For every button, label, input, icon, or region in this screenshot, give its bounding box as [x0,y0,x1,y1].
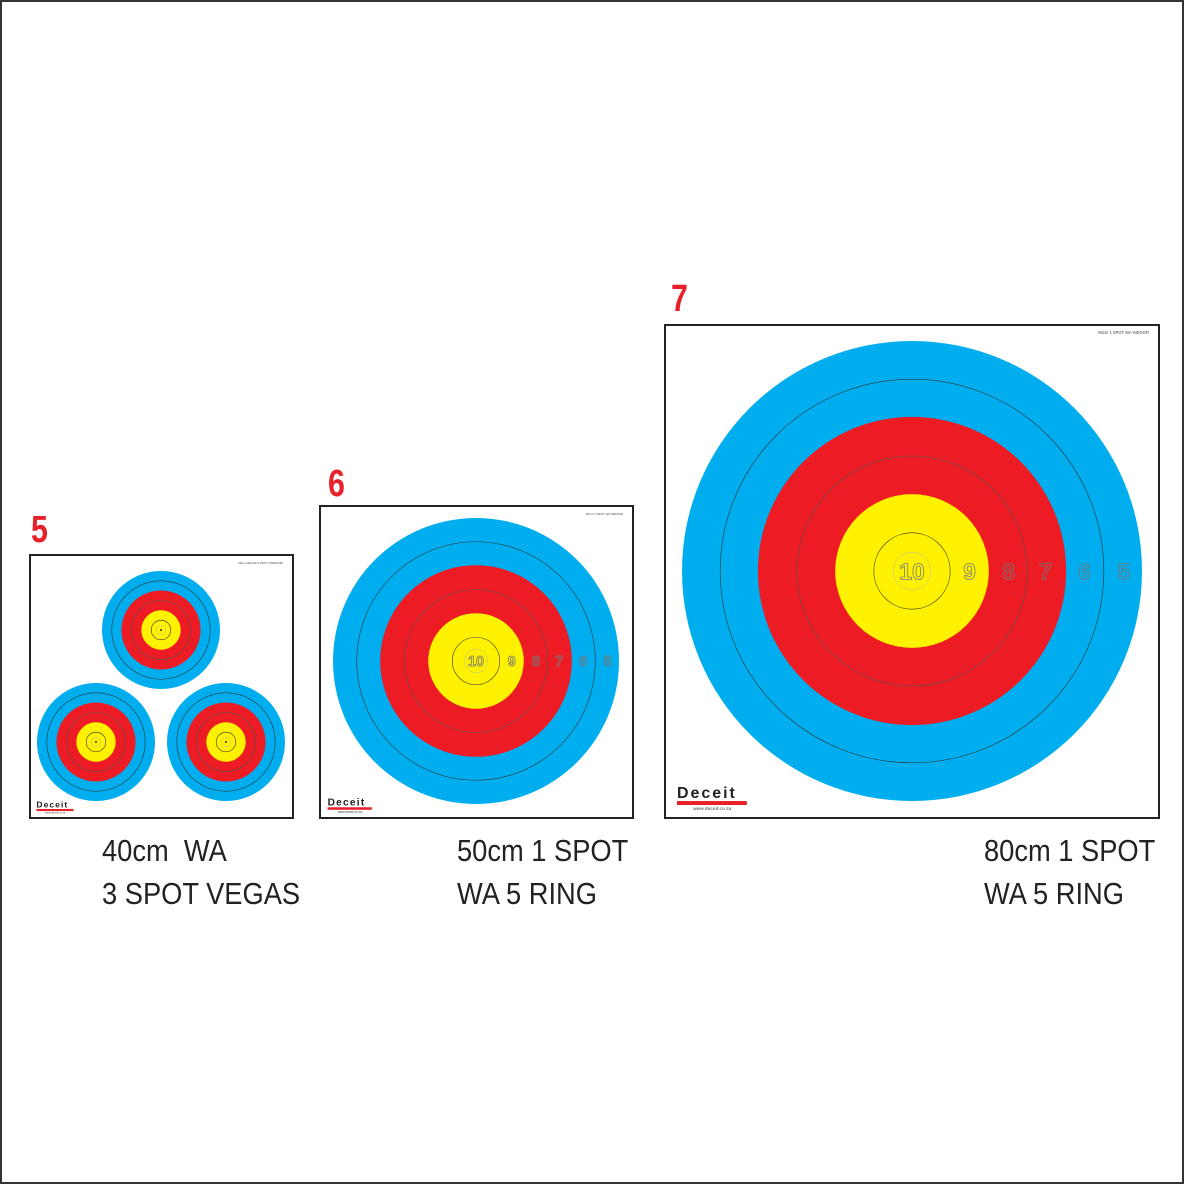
target-number-6: 6 [328,463,345,505]
ring-line-8 [196,712,256,772]
ring-number-7: 7 [555,654,563,670]
ring-x [155,624,167,636]
ring-number-9: 9 [508,654,516,670]
sheet-label: 50cm 1 SPOT WA INDOOR [586,512,624,516]
center-dot [95,741,97,743]
ring-number-8: 8 [1002,558,1015,584]
ring-line-8 [131,600,191,660]
ring-number-5: 5 [1117,558,1130,584]
logo-text: Deceit [36,799,68,809]
center-dot [160,629,162,631]
ring-number-6: 6 [1078,558,1091,584]
caption-line-2: WA 5 RING [984,876,1124,911]
ring-line-8 [796,455,1028,687]
ring-line-8 [404,589,548,733]
ring-x [90,736,102,748]
ring-line-6 [46,692,146,792]
website-text: www.deceit.co.za [338,810,363,814]
ring-number-10: 10 [468,654,484,670]
caption-line-1: 40cm WA [102,833,227,868]
ring-line-6 [111,580,211,680]
sheet-label: 80cm 1 SPOT WA INDOOR [1098,330,1149,335]
caption-line-2: WA 5 RING [457,876,597,911]
caption-line-1: 50cm 1 SPOT [457,833,629,868]
ring-line-6 [356,541,596,781]
caption-line-1: 80cm 1 SPOT [984,833,1156,868]
caption-line-2: 3 SPOT VEGAS [102,876,301,911]
ring-line-10 [873,532,951,610]
ring-line-10 [451,636,501,686]
target-number-7: 7 [671,278,688,320]
ring-x [464,649,488,673]
logo-text: Deceit [328,797,366,808]
ring-line-10 [150,619,172,641]
ring-number-8: 8 [532,654,540,670]
ring-number-9: 9 [963,558,976,584]
ring-line-8 [66,712,126,772]
center-dot [225,741,227,743]
logo-bar [36,808,74,812]
logo-bar [676,801,747,806]
caption-50cm: 50cm 1 SPOT WA 5 RING [457,829,628,915]
ring-number-5: 5 [604,654,612,670]
ring-line-6 [176,692,276,792]
ring-number-6: 6 [579,654,587,670]
ring-line-10 [85,731,107,753]
ring-number-10: 10 [899,558,925,584]
sheet-label: 40cm VEGAS 3 SPOT (INDOOR) [238,561,283,565]
ring-number-7: 7 [1039,558,1052,584]
ring-x [220,736,232,748]
caption-80cm: 80cm 1 SPOT WA 5 RING [984,829,1155,915]
logo-text: Deceit [677,785,737,802]
ring-yellow [428,613,524,709]
ring-yellow [835,494,989,648]
website-text: www.deceit.co.za [693,806,732,812]
caption-40cm: 40cm WA 3 SPOT VEGAS [102,829,300,915]
logo-bar [327,807,372,810]
ring-x [892,551,932,591]
website-text: www.deceit.co.za [45,811,66,815]
target-number-5: 5 [31,509,48,551]
ring-line-10 [215,731,237,753]
ring-line-6 [719,378,1105,764]
